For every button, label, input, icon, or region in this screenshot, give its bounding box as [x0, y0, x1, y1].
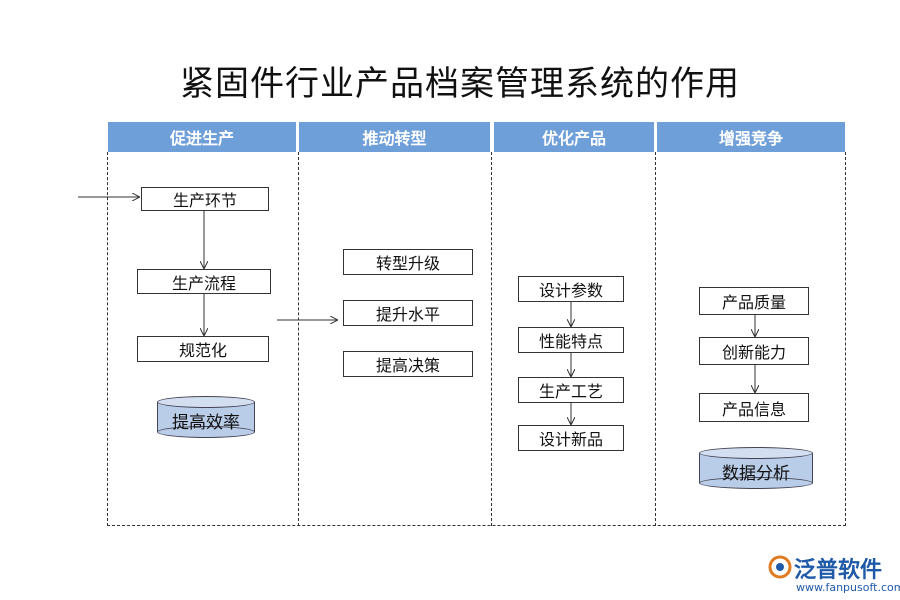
- logo-name: 泛普软件: [794, 558, 883, 583]
- cylinder-label: 数据分析: [722, 464, 790, 484]
- box-improve-decision: 提高决策: [343, 351, 473, 377]
- cylinder-improve-efficiency: 提高效率: [157, 396, 255, 438]
- column-divider: [298, 152, 299, 526]
- box-raise-level: 提升水平: [343, 300, 473, 326]
- column-divider: [491, 152, 492, 526]
- box-product-quality: 产品质量: [699, 287, 809, 315]
- column-header-promote-production: 促进生产: [108, 122, 296, 152]
- column-header-optimize-products: 优化产品: [494, 122, 654, 152]
- column-header-enhance-competition: 增强竞争: [657, 122, 845, 152]
- column-divider: [655, 152, 656, 526]
- cylinder-data-analysis: 数据分析: [699, 447, 813, 489]
- box-performance-features: 性能特点: [518, 327, 624, 353]
- cylinder-label: 提高效率: [172, 413, 240, 433]
- logo-url: www.fanpusoft.com: [796, 581, 900, 594]
- box-standardization: 规范化: [137, 336, 269, 362]
- box-production-craft: 生产工艺: [518, 377, 624, 403]
- box-product-information: 产品信息: [699, 393, 809, 422]
- box-transformation-upgrade: 转型升级: [343, 249, 473, 275]
- column-divider: [107, 152, 108, 526]
- box-production-stage: 生产环节: [141, 187, 269, 211]
- box-design-parameters: 设计参数: [518, 276, 624, 302]
- fanpu-logo: 泛普软件 www.fanpusoft.com: [768, 552, 900, 596]
- frame-bottom-line: [107, 525, 846, 526]
- box-design-new-product: 设计新品: [518, 425, 624, 451]
- logo-icon: [768, 555, 792, 579]
- box-innovation-capability: 创新能力: [699, 337, 809, 365]
- box-production-process: 生产流程: [137, 269, 271, 294]
- column-header-drive-transformation: 推动转型: [299, 122, 490, 152]
- diagram-title: 紧固件行业产品档案管理系统的作用: [180, 64, 740, 104]
- column-divider: [845, 152, 846, 526]
